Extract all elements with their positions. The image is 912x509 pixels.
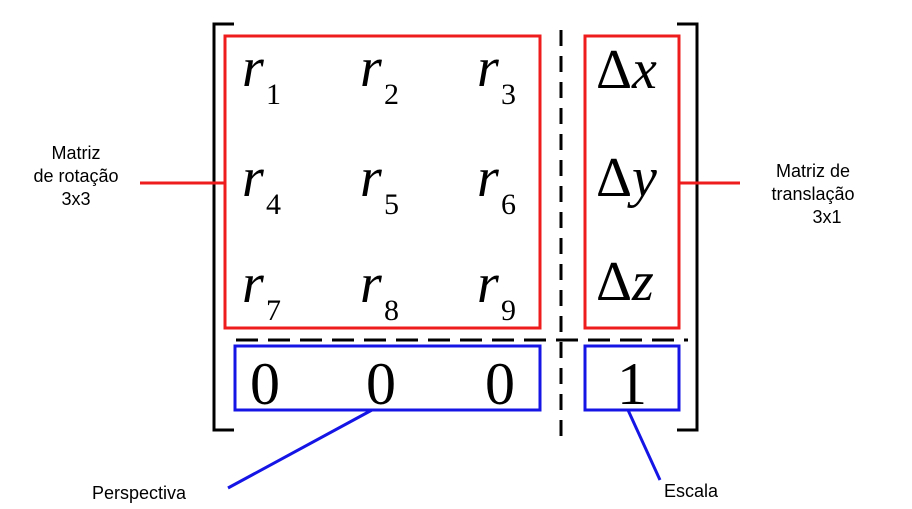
delta-symbol: Δ (596, 147, 632, 209)
scale-box (583, 344, 681, 412)
translation-variable-z: z (631, 251, 654, 313)
translation-variable-y: y (627, 147, 657, 209)
rotation-label-line-1: Matriz (51, 143, 101, 163)
perspective-entry-3: 0 (485, 351, 515, 417)
perspective-leader-line (227, 408, 373, 490)
rotation-entry-r8: r (360, 253, 382, 315)
rotation-subscript-2: 2 (384, 78, 399, 111)
rotation-label-line-2: de rotação (33, 166, 119, 186)
translation-label-line-2: translação (771, 184, 855, 204)
rotation-subscript-9: 9 (501, 294, 516, 327)
rotation-entry-r7: r (242, 253, 264, 315)
translation-matrix-entries: Δx Δy Δz (596, 39, 657, 313)
rotation-subscript-6: 6 (501, 188, 516, 221)
translation-entry-z: Δz (596, 251, 654, 313)
delta-symbol: Δ (596, 39, 632, 101)
translation-label-line-3: 3x1 (812, 207, 842, 227)
rotation-subscript-4: 4 (266, 188, 281, 221)
translation-matrix-label: Matriz de translação 3x1 (748, 160, 878, 229)
rotation-subscript-3: 3 (501, 78, 516, 111)
right-bracket (677, 22, 699, 432)
rotation-matrix-label: Matriz de rotação 3x3 (16, 142, 136, 211)
rotation-matrix-entries: r 1 r 2 r 3 r 4 r 5 r 6 r 7 r 8 r 9 (242, 37, 516, 327)
perspective-box (233, 344, 542, 412)
rotation-entry-r4: r (242, 147, 264, 209)
delta-symbol: Δ (596, 251, 632, 313)
rotation-entry-r1: r (242, 37, 264, 99)
left-bracket (212, 22, 234, 432)
perspective-label: Perspectiva (92, 483, 187, 503)
rotation-subscript-8: 8 (384, 294, 399, 327)
rotation-subscript-1: 1 (266, 78, 281, 111)
translation-label-line-1: Matriz de (775, 161, 851, 181)
translation-entry-y: Δy (596, 147, 657, 209)
perspective-entry-2: 0 (366, 351, 396, 417)
scale-leader-line (626, 409, 662, 481)
translation-variable-x: x (631, 39, 657, 101)
rotation-subscript-5: 5 (384, 188, 399, 221)
scale-entry: 1 (617, 351, 647, 417)
perspective-entry-1: 0 (250, 351, 280, 417)
rotation-subscript-7: 7 (266, 294, 281, 327)
rotation-entry-r9: r (477, 253, 499, 315)
translation-entry-x: Δx (596, 39, 657, 101)
scale-label: Escala (664, 481, 719, 501)
rotation-entry-r3: r (477, 37, 499, 99)
rotation-entry-r2: r (360, 37, 382, 99)
perspective-row-entries: 0 0 0 (250, 351, 515, 417)
rotation-label-line-3: 3x3 (61, 189, 91, 209)
rotation-entry-r6: r (477, 147, 499, 209)
rotation-entry-r5: r (360, 147, 382, 209)
